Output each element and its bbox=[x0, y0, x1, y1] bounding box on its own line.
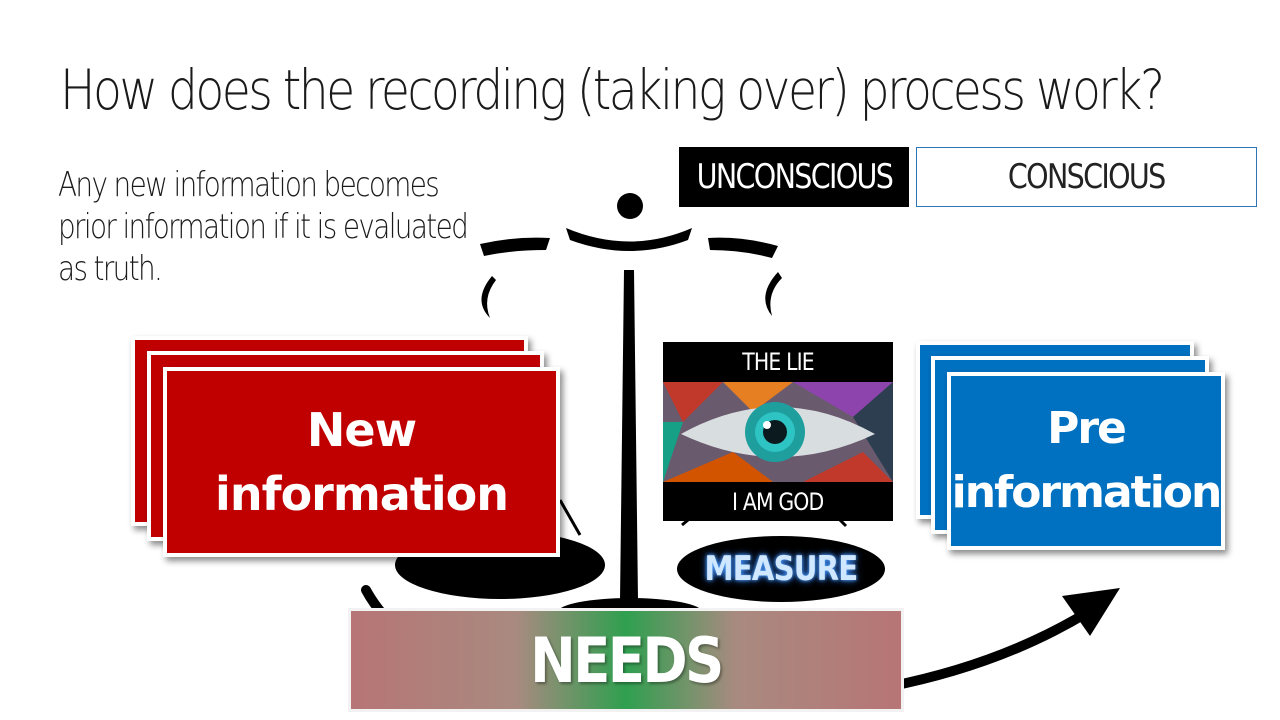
eye-icon bbox=[663, 382, 893, 482]
scale-beam-left bbox=[480, 237, 550, 256]
eye-glint bbox=[763, 421, 771, 429]
unconscious-label: UNCONSCIOUS bbox=[679, 147, 909, 207]
scale-top-knob bbox=[617, 193, 643, 219]
pre-info-card: Pre information bbox=[947, 372, 1225, 550]
scale-beam-right bbox=[708, 237, 778, 258]
scale-pillar bbox=[620, 270, 638, 600]
eye-shard-1 bbox=[663, 382, 723, 422]
conscious-label: CONSCIOUS bbox=[916, 147, 1257, 207]
measure-pan: MEASURE bbox=[677, 536, 885, 602]
eye-shard-2 bbox=[723, 382, 793, 412]
lie-top-caption: THE LIE bbox=[742, 348, 814, 376]
curved-arrow-head bbox=[1062, 588, 1120, 636]
eye-shard-7 bbox=[803, 452, 893, 482]
slide-title: How does the recording (taking over) pro… bbox=[60, 58, 1165, 122]
needs-label: NEEDS bbox=[530, 623, 724, 697]
needs-bar: NEEDS bbox=[348, 608, 904, 712]
scale-chain-left bbox=[558, 499, 582, 536]
pre-info-line2: information bbox=[951, 467, 1223, 518]
slide-subtitle: Any new information becomes prior inform… bbox=[58, 165, 469, 289]
scale-beam-center bbox=[566, 228, 692, 251]
lie-panel: THE LIE I AM GOD bbox=[663, 342, 893, 521]
scale-hook-right bbox=[765, 272, 782, 316]
eye-shard-5 bbox=[853, 382, 893, 482]
new-info-line1: New bbox=[306, 403, 417, 457]
scale-hook-left bbox=[481, 276, 496, 318]
eye-shard-3 bbox=[793, 382, 893, 417]
pre-info-line1: Pre bbox=[1047, 403, 1127, 454]
new-info-line2: information bbox=[215, 467, 509, 521]
eye-shard-6 bbox=[663, 452, 773, 482]
eye-shard-4 bbox=[663, 422, 683, 482]
new-info-card: New information bbox=[163, 367, 560, 557]
measure-label: MEASURE bbox=[704, 549, 859, 589]
lie-bottom-caption: I AM GOD bbox=[732, 488, 824, 516]
